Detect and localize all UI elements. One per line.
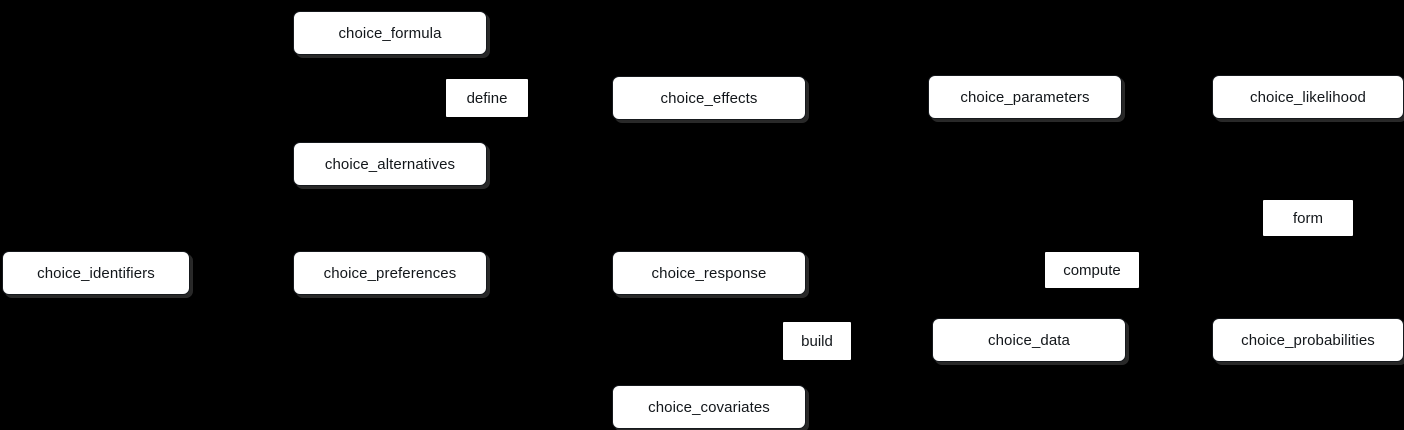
graph-node-choice_response[interactable]: choice_response	[612, 251, 806, 295]
edge-label-compute: compute	[1045, 252, 1139, 288]
edge-label-build: build	[783, 322, 851, 360]
graph-node-choice_data[interactable]: choice_data	[932, 318, 1126, 362]
edge-choice_alternatives-to-choice_effects	[486, 97, 613, 165]
edge-label-define: define	[446, 79, 528, 117]
graph-node-choice_likelihood[interactable]: choice_likelihood	[1212, 75, 1404, 119]
graph-node-label: choice_probabilities	[1241, 331, 1375, 349]
edge-choice_covariates-to-choice_data	[805, 339, 933, 408]
edge-label-text: form	[1293, 209, 1323, 227]
edge-choice_formula-to-choice_effects	[486, 32, 613, 99]
graph-node-label: choice_effects	[660, 89, 758, 107]
graph-node-label: choice_alternatives	[324, 155, 456, 173]
edge-choice_response-to-choice_data	[805, 272, 933, 341]
graph-node-label: choice_formula	[338, 24, 442, 42]
graph-node-choice_alternatives[interactable]: choice_alternatives	[293, 142, 487, 186]
edge-label-text: build	[801, 332, 833, 350]
edge-label-text: define	[466, 89, 508, 107]
graph-node-choice_probabilities[interactable]: choice_probabilities	[1212, 318, 1404, 362]
graph-node-label: choice_data	[988, 331, 1070, 349]
graph-node-choice_parameters[interactable]: choice_parameters	[928, 75, 1122, 119]
edge-choice_effects-to-choice_parameters	[805, 96, 929, 99]
graph-node-choice_preferences[interactable]: choice_preferences	[293, 251, 487, 295]
graph-node-choice_identifiers[interactable]: choice_identifiers	[2, 251, 190, 295]
edge-label-text: compute	[1063, 261, 1121, 279]
graph-node-label: choice_parameters	[960, 88, 1090, 106]
graph-node-label: choice_response	[651, 264, 767, 282]
edge-label-form: form	[1263, 200, 1353, 236]
graph-node-label: choice_likelihood	[1250, 88, 1366, 106]
graph-node-choice_covariates[interactable]: choice_covariates	[612, 385, 806, 429]
graph-node-choice_effects[interactable]: choice_effects	[612, 76, 806, 120]
graph-node-choice_formula[interactable]: choice_formula	[293, 11, 487, 55]
graph-node-label: choice_covariates	[648, 398, 770, 416]
graph-node-label: choice_preferences	[323, 264, 457, 282]
graph-node-label: choice_identifiers	[37, 264, 155, 282]
